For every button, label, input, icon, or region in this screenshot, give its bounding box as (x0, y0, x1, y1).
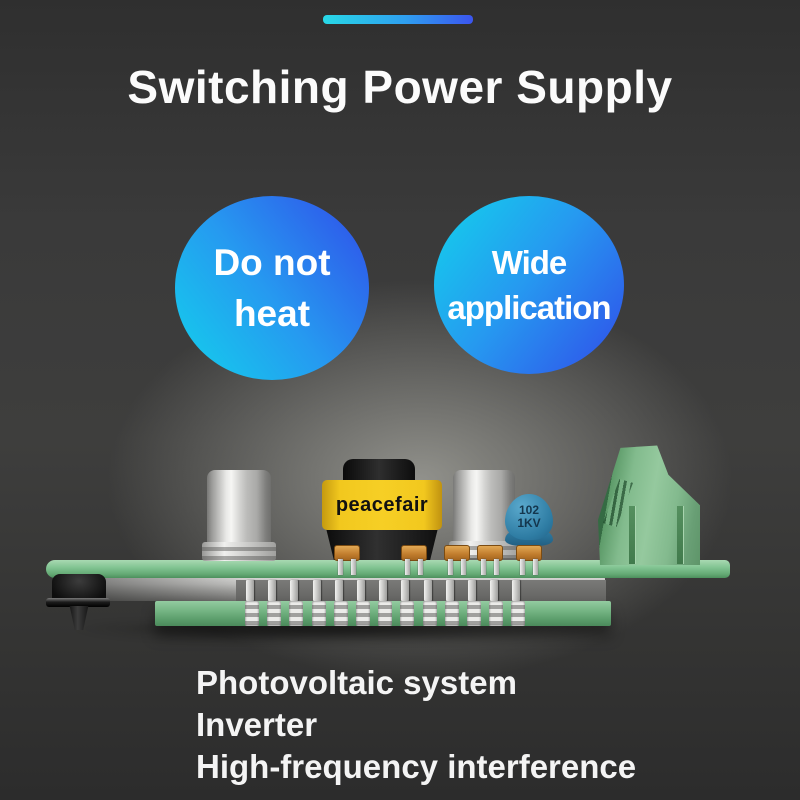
standoff-pin (69, 606, 89, 630)
header-pin (490, 580, 499, 601)
badge-wide-application: Wide application (434, 196, 624, 374)
page-title: Switching Power Supply (127, 61, 673, 113)
solder-pad (333, 601, 348, 626)
solder-pad (356, 601, 370, 626)
solder-pad (511, 601, 526, 626)
applications-list: Photovoltaic system Inverter High-freque… (196, 662, 636, 788)
axial-component (444, 545, 470, 575)
header-pin (445, 580, 454, 601)
disc-capacitor-label: 102 (518, 503, 540, 517)
mounting-standoff (52, 574, 106, 602)
application-item: High-frequency interference (196, 748, 637, 785)
ceramic-disc-capacitor: 102 1KV (505, 494, 553, 540)
terminal-block-groove (677, 506, 683, 564)
standoff-flange (46, 598, 110, 607)
solder-pad (489, 601, 504, 626)
solder-pad (267, 601, 282, 626)
solder-pad (467, 601, 481, 626)
badge-line: Do not (213, 242, 331, 283)
solder-pad (400, 601, 415, 626)
solder-pad (245, 601, 259, 626)
header-pin (512, 580, 521, 601)
electrolytic-capacitor-right (453, 470, 515, 544)
header-pin (312, 580, 321, 601)
axial-component (516, 545, 542, 575)
header-pin (334, 580, 343, 601)
pcb-bottom-board (155, 601, 611, 626)
solder-pad (378, 601, 393, 626)
badge-line: application (447, 289, 611, 326)
axial-component (477, 545, 503, 575)
header-pin (401, 580, 410, 601)
solder-pad (422, 601, 437, 626)
header-pin (423, 580, 432, 601)
buzzer-brand-label: peacefair (335, 493, 429, 516)
buzzer: peacefair (322, 480, 442, 530)
disc-capacitor-label: 1KV (517, 516, 541, 530)
application-item: Photovoltaic system (196, 664, 517, 701)
solder-pad (444, 601, 459, 626)
header-pin (246, 580, 254, 601)
badge-line: heat (233, 293, 311, 334)
buzzer-top (343, 459, 415, 483)
solder-pad (289, 601, 304, 626)
board-shadow (70, 622, 610, 644)
application-item: Inverter (196, 706, 318, 743)
terminal-block-groove (629, 506, 635, 564)
header-pin (268, 580, 277, 601)
electrolytic-capacitor-left (207, 470, 271, 545)
header-pin (379, 580, 388, 601)
terminal-block (598, 443, 700, 565)
header-pin (290, 580, 299, 601)
pin-row (236, 580, 606, 601)
header-pin (468, 580, 476, 601)
pcb-top-board (46, 560, 730, 578)
badge-line: Wide (491, 244, 568, 281)
capacitor-sleeve-left (202, 542, 276, 561)
badge-do-not-heat: Do not heat (175, 196, 369, 380)
header-pin (357, 580, 365, 601)
accent-bar (323, 15, 473, 24)
axial-component (334, 545, 360, 575)
axial-component (401, 545, 427, 575)
solder-pad (311, 601, 326, 626)
